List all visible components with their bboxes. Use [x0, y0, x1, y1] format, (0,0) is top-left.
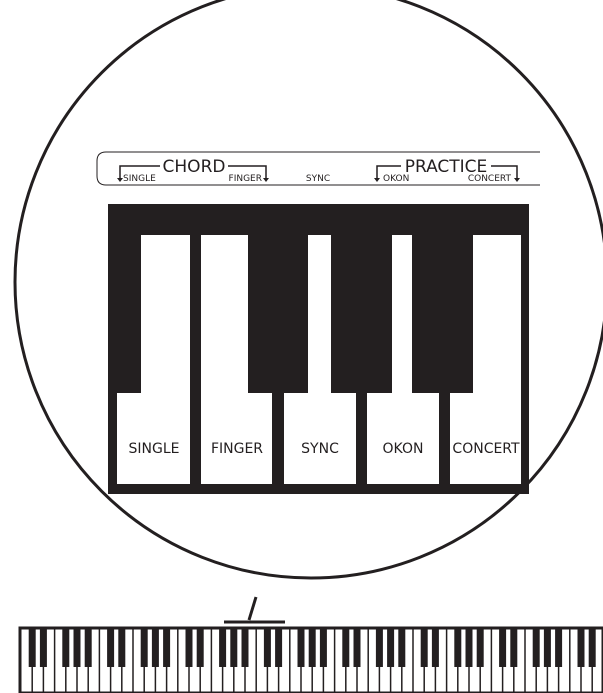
black-key — [499, 629, 506, 667]
black-key — [398, 629, 405, 667]
black-key — [589, 629, 596, 667]
black-key — [387, 629, 394, 667]
key-label-concert: CONCERT — [452, 441, 520, 457]
key-label-okon: OKON — [383, 441, 424, 457]
black-key — [163, 629, 170, 667]
black-key — [342, 629, 349, 667]
practice-concert-label: CONCERT — [468, 174, 512, 184]
black-key — [454, 629, 461, 667]
black-key — [331, 235, 392, 393]
magnifier-stem — [224, 597, 285, 622]
key-label-single: SINGLE — [129, 441, 180, 457]
black-key — [578, 629, 585, 667]
black-key — [29, 629, 36, 667]
black-key — [544, 629, 551, 667]
black-key — [62, 629, 69, 667]
black-key — [376, 629, 383, 667]
black-key — [118, 629, 125, 667]
black-key — [186, 629, 193, 667]
practice-okon-label: OKON — [383, 174, 409, 184]
chord-single-label: SINGLE — [123, 174, 156, 184]
black-key — [242, 629, 249, 667]
black-key — [510, 629, 517, 667]
black-key — [309, 629, 316, 667]
key-label-sync: SYNC — [301, 441, 339, 457]
black-key — [219, 629, 226, 667]
black-key — [117, 235, 141, 393]
key-label-finger: FINGER — [211, 441, 263, 457]
black-key — [141, 629, 148, 667]
black-key — [412, 235, 473, 393]
chord-label: CHORD — [163, 157, 226, 177]
sync-panel-label: SYNC — [306, 174, 330, 184]
full-keyboard — [20, 628, 603, 693]
black-key — [298, 629, 305, 667]
black-key — [197, 629, 204, 667]
black-key — [275, 629, 282, 667]
black-key — [555, 629, 562, 667]
black-key — [40, 629, 47, 667]
black-key — [421, 629, 428, 667]
magnified-keyboard: SINGLE FINGER SYNC OKON CONCERT — [108, 204, 529, 494]
black-key — [320, 629, 327, 667]
black-key — [533, 629, 540, 667]
black-key — [432, 629, 439, 667]
black-key — [230, 629, 237, 667]
black-key — [354, 629, 361, 667]
black-key — [85, 629, 92, 667]
black-key — [248, 235, 308, 393]
black-key — [264, 629, 271, 667]
black-key — [152, 629, 159, 667]
black-key — [107, 629, 114, 667]
chord-finger-label: FINGER — [229, 174, 262, 184]
black-key — [74, 629, 81, 667]
black-key — [466, 629, 473, 667]
black-key — [477, 629, 484, 667]
